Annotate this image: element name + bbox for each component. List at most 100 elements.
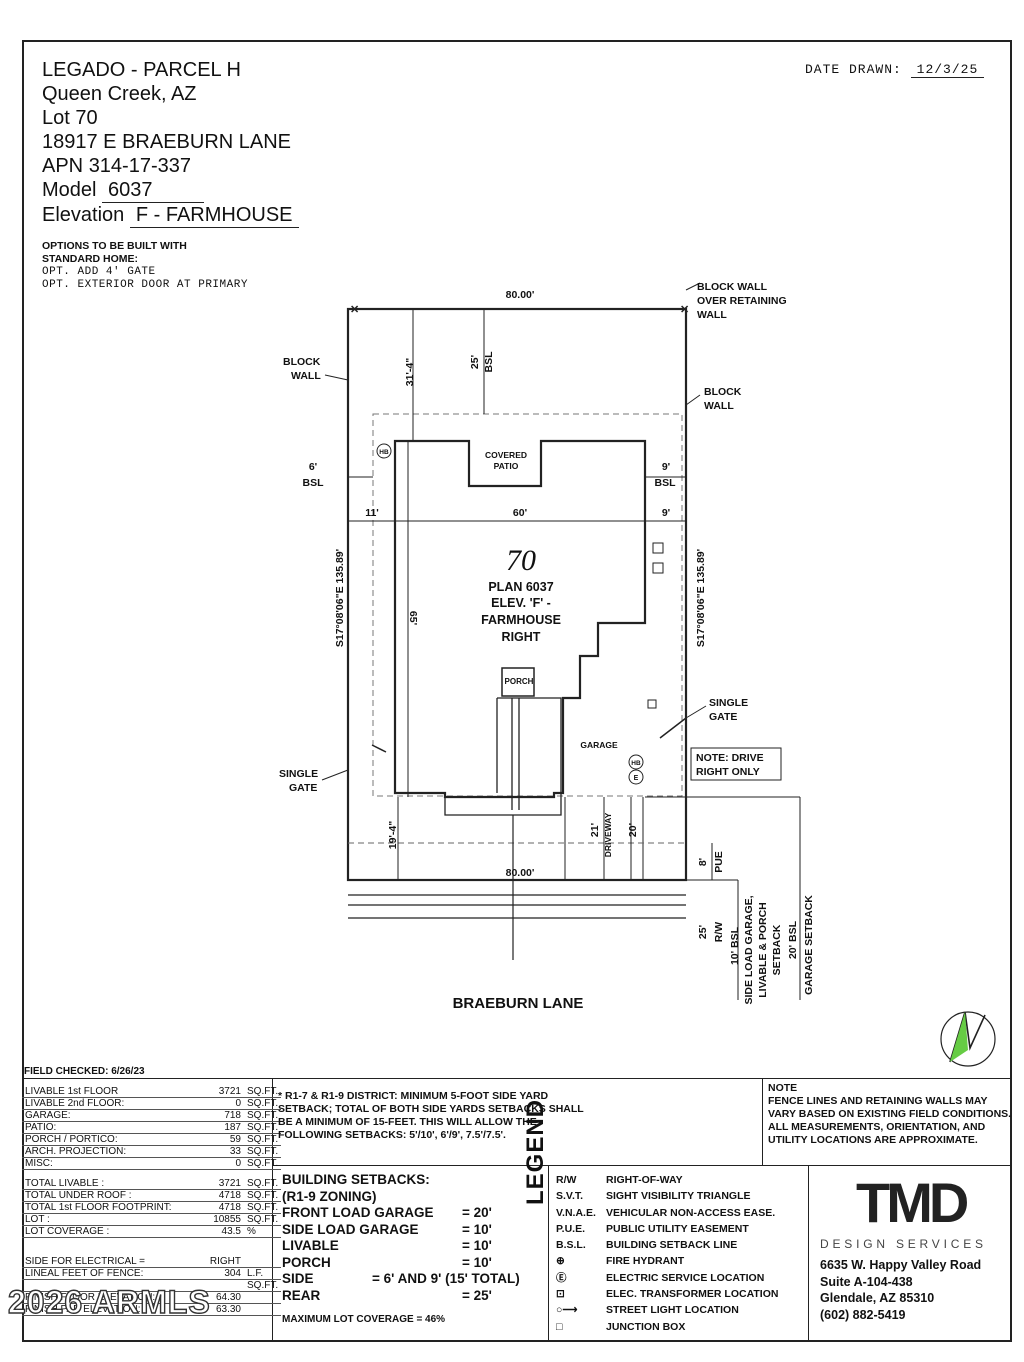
stats-label: SIDE FOR ELECTRICAL = <box>22 1256 198 1268</box>
garage-label: GARAGE <box>580 740 618 750</box>
street-name: BRAEBURN LANE <box>453 995 584 1012</box>
stats-unit: SQ.FT. <box>244 1213 282 1226</box>
stats-label: FINISH FLOOR ELEVATION: <box>22 1291 198 1304</box>
block-wall-retaining-2: OVER RETAINING <box>697 295 787 307</box>
legend-desc: BUILDING SETBACK LINE <box>606 1239 738 1252</box>
legend-desc: STREET LIGHT LOCATION <box>606 1304 739 1317</box>
setback-value: = 6' AND 9' (15' TOTAL) <box>372 1271 520 1286</box>
covered-patio-1: COVERED <box>485 450 527 460</box>
legend-desc: ELEC. TRANSFORMER LOCATION <box>606 1288 779 1301</box>
side-load-text-3: SETBACK <box>771 924 783 975</box>
plan-style: FARMHOUSE <box>481 613 561 627</box>
note-drive-1: NOTE: DRIVE <box>696 752 764 764</box>
note-drive-2: RIGHT ONLY <box>696 766 760 778</box>
stats-label: PATIO: <box>22 1121 198 1134</box>
dim-house-width: 60' <box>513 507 527 519</box>
block-wall-retaining-1: BLOCK WALL <box>697 281 768 293</box>
info-divider-2 <box>548 1165 549 1342</box>
block-wall-right-2: WALL <box>704 400 734 412</box>
dim-house-depth: 65' <box>407 611 419 625</box>
legend-item: V.N.A.E.VEHICULAR NON-ACCESS EASE. <box>556 1205 778 1221</box>
setbacks-title: BUILDING SETBACKS: <box>282 1172 430 1187</box>
setbacks-zoning: (R1-9 ZONING) <box>282 1188 377 1204</box>
porch-label: PORCH <box>505 677 534 686</box>
stats-unit: SQ.FT. <box>244 1157 282 1170</box>
stats-label: TOTAL LIVABLE : <box>22 1178 198 1190</box>
legend-desc: PUBLIC UTILITY EASEMENT <box>606 1222 749 1235</box>
options-title-2: STANDARD HOME: <box>42 253 139 265</box>
stats-unit <box>244 1256 282 1268</box>
options-title-1: OPTIONS TO BE BUILT WITH <box>42 240 187 252</box>
company-tagline: DESIGN SERVICES <box>820 1237 987 1251</box>
stats-unit: SQ.FT. <box>244 1279 282 1292</box>
garage-setback-2: GARAGE SETBACK <box>803 895 815 995</box>
stats-unit <box>244 1291 282 1304</box>
setback-value: = 10' <box>462 1254 492 1270</box>
elevation-value: F - FARMHOUSE <box>129 203 299 228</box>
option-gate: OPT. ADD 4' GATE <box>42 266 156 278</box>
model-label: Model <box>42 179 97 201</box>
info-divider-3 <box>808 1165 809 1342</box>
company-addr-2: Suite A-104-438 <box>820 1274 913 1289</box>
stats-unit: SQ.FT. <box>244 1201 282 1214</box>
stats-label: LOT COVERAGE : <box>22 1225 198 1238</box>
option-door: OPT. EXTERIOR DOOR AT PRIMARY <box>42 279 248 291</box>
legend-item: S.V.T.SIGHT VISIBILITY TRIANGLE <box>556 1188 778 1204</box>
setback-name: PORCH <box>282 1254 331 1270</box>
company-addr-1: 6635 W. Happy Valley Road <box>820 1258 982 1272</box>
legend-symbol: ○⟶ <box>556 1304 578 1317</box>
stats-unit: SQ.FT. <box>244 1189 282 1202</box>
rear-bsl-label: BSL <box>483 351 495 373</box>
dim-drive-21: 21' <box>589 823 601 837</box>
setback-row: PORCH = 10' <box>282 1255 520 1272</box>
legend-symbol: ⊡ <box>556 1288 565 1301</box>
setback-name: SIDE <box>282 1271 314 1286</box>
stats-label: TOTAL UNDER ROOF : <box>22 1189 198 1202</box>
stats-unit: SQ.FT. <box>244 1086 282 1098</box>
stats-value: 4718 <box>198 1201 244 1214</box>
setback-name: REAR <box>282 1287 321 1303</box>
svg-text:✕: ✕ <box>350 304 359 316</box>
stats-value: 43.5 <box>198 1225 244 1238</box>
pue-label: PUE <box>713 851 725 873</box>
legend-item: ○⟶ STREET LIGHT LOCATION <box>556 1302 778 1318</box>
legend-item: □JUNCTION BOX <box>556 1319 778 1335</box>
info-divider-4 <box>762 1078 763 1165</box>
stats-label: TOTAL 1st FLOOR FOOTPRINT: <box>22 1201 198 1214</box>
stats-unit: SQ.FT. <box>244 1121 282 1134</box>
project-name: LEGADO - PARCEL H <box>42 59 241 81</box>
stats-label: PORCH / PORTICO: <box>22 1133 198 1146</box>
company-block: TMD DESIGN SERVICES 6635 W. Happy Valley… <box>820 1170 987 1323</box>
setback-name: FRONT LOAD GARAGE <box>282 1205 434 1220</box>
bearing-left: S17°08'06"E 135.89' <box>334 549 346 647</box>
city-state: Queen Creek, AZ <box>42 83 197 105</box>
bsl-10-label: 10' BSL <box>729 926 741 965</box>
legend-desc: SIGHT VISIBILITY TRIANGLE <box>606 1190 751 1203</box>
covered-patio-2: PATIO <box>494 461 519 471</box>
company-addr-3: Glendale, AZ 85310 <box>820 1291 935 1305</box>
fence-note-text: FENCE LINES AND RETAINING WALLS MAY VARY… <box>768 1095 1012 1146</box>
stats-value: 718 <box>198 1109 244 1122</box>
setback-row: FRONT LOAD GARAGE= 20' <box>282 1205 520 1222</box>
building-setbacks: BUILDING SETBACKS: (R1-9 ZONING) FRONT L… <box>282 1172 520 1329</box>
info-divider-h <box>272 1165 1012 1166</box>
legend-item: ⊕FIRE HYDRANT <box>556 1253 778 1269</box>
info-top-border <box>22 1078 1012 1079</box>
fence-note-title: NOTE <box>768 1082 798 1094</box>
lot-label: Lot <box>42 107 70 129</box>
max-coverage: MAXIMUM LOT COVERAGE = 46% <box>282 1314 446 1325</box>
date-label: DATE DRAWN: <box>805 62 902 77</box>
stats-unit: SQ.FT. <box>244 1178 282 1190</box>
left-bsl-label: BSL <box>303 477 325 489</box>
setback-value: = 25' <box>462 1287 492 1303</box>
hose-bib-front: HB <box>631 760 641 767</box>
